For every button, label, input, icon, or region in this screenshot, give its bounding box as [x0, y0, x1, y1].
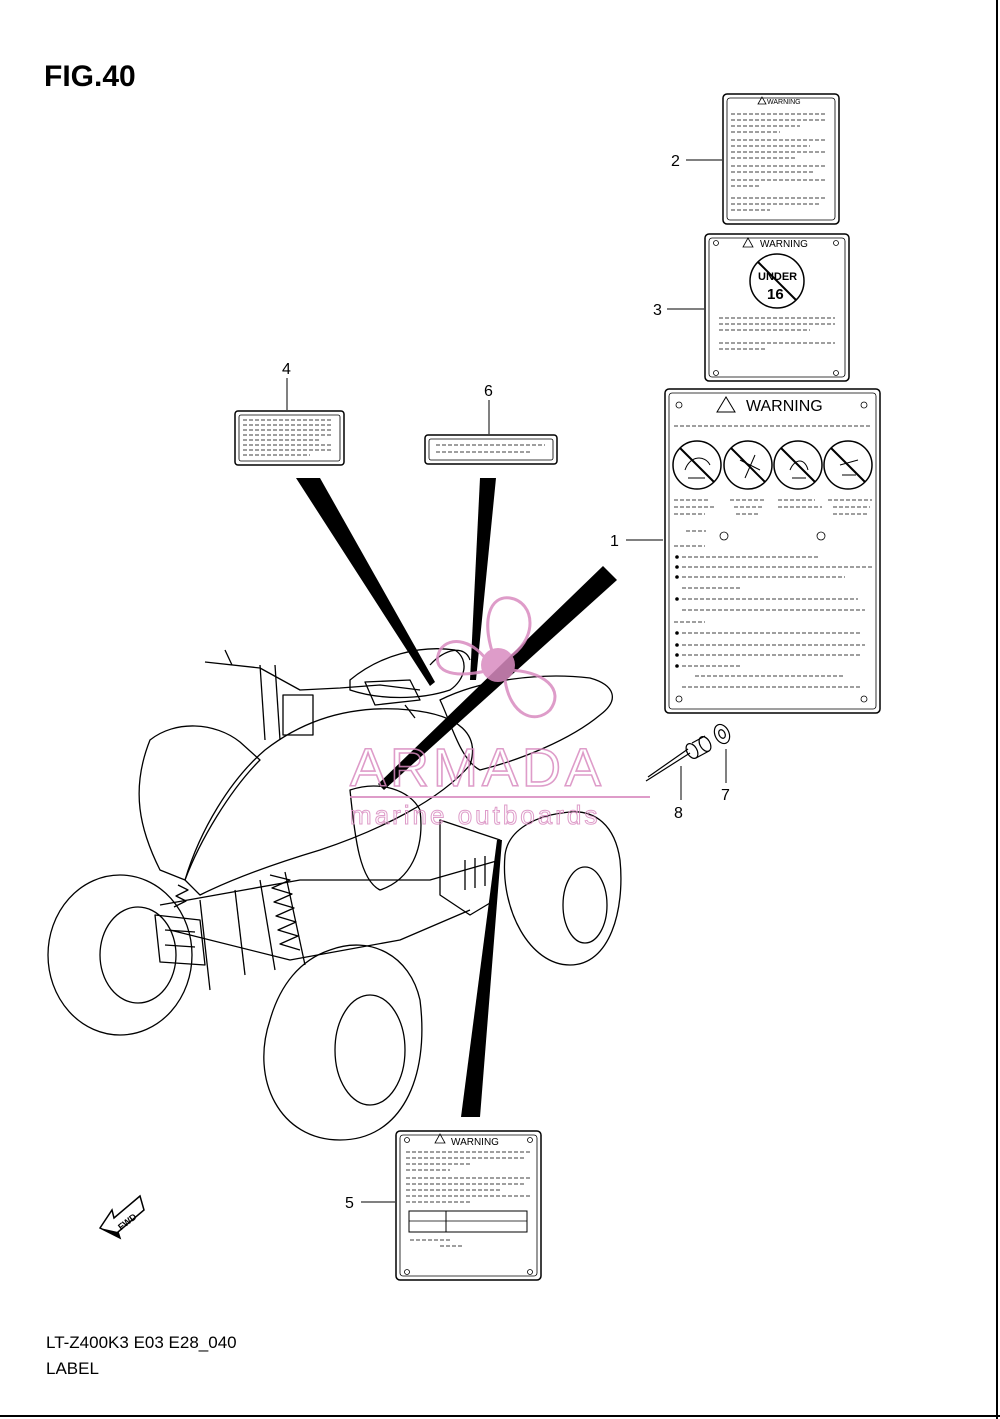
atv-front-left-wheel — [47, 874, 193, 1036]
atv-front-right-wheel — [263, 944, 423, 1141]
atv-throttle — [364, 679, 421, 706]
atv-front-fender — [138, 725, 261, 881]
callout-8: 8 — [674, 805, 683, 822]
callout-7: 7 — [721, 787, 730, 804]
fwd-arrow: FWD — [98, 1194, 145, 1240]
atv-frame-lower — [169, 909, 471, 961]
prohibition-circle-icon — [749, 253, 805, 309]
model-code: LT-Z400K3 E03 E28_040 — [46, 1333, 237, 1352]
leader-wedge-6 — [470, 478, 496, 680]
pictogram-no-alcohol-icon — [773, 440, 823, 490]
watermark-propeller-icon — [436, 596, 557, 719]
watermark-tagline: marine outboards — [350, 800, 600, 830]
leader-wedge-5 — [461, 840, 502, 1117]
warning-triangle-icon — [742, 237, 754, 248]
atv-headstock — [282, 694, 314, 736]
atv-drawing — [47, 648, 622, 1141]
callout-1: 1 — [610, 533, 619, 550]
atv-engine — [439, 819, 501, 916]
atv-front-left-wheel-hub — [99, 906, 177, 1004]
atv-front-bumper — [154, 914, 206, 966]
section-name: LABEL — [46, 1359, 99, 1378]
label-3-under-text: UNDER — [758, 271, 797, 283]
watermark: ARMADA marine outboards — [349, 596, 650, 831]
callout-3: 3 — [653, 302, 662, 319]
atv-side-panel — [349, 785, 422, 891]
callout-6: 6 — [484, 383, 493, 400]
atv-handlebar — [204, 661, 421, 691]
callout-5: 5 — [345, 1195, 354, 1212]
label-5 — [361, 1130, 542, 1281]
watermark-hub-icon — [481, 648, 515, 682]
label-2-warning-text: WARNING — [767, 99, 801, 106]
label-3-warning-text: WARNING — [760, 239, 808, 250]
atv-rear-wheel-hub — [562, 866, 608, 944]
pictogram-no-paved-road-icon — [723, 440, 773, 490]
pictogram-no-helmet-icon — [823, 440, 873, 490]
atv-rear-fender — [439, 675, 613, 771]
warning-triangle-icon — [434, 1133, 446, 1144]
label-5-warning-text: WARNING — [451, 1137, 499, 1148]
label-2 — [686, 93, 840, 225]
part-7-washer — [713, 723, 731, 783]
label-3-age-text: 16 — [767, 286, 784, 303]
label-4 — [234, 378, 345, 466]
leader-wedge-4 — [296, 478, 435, 686]
callout-2: 2 — [671, 153, 680, 170]
label-6 — [424, 400, 558, 465]
callout-numbers: 1 2 3 4 5 6 7 8 — [282, 153, 730, 1212]
atv-rear-wheel — [503, 811, 622, 966]
callout-4: 4 — [282, 361, 291, 378]
watermark-brand: ARMADA — [350, 738, 605, 798]
label-1-warning-text: WARNING — [746, 398, 823, 415]
atv-frame-upper — [159, 859, 501, 906]
label-1 — [626, 388, 881, 714]
atv-body — [184, 708, 474, 896]
atv-front-right-wheel-hub — [334, 994, 406, 1106]
part-8-rivet — [645, 735, 712, 800]
pictogram-no-passenger-icon — [672, 440, 722, 490]
label-3 — [667, 233, 850, 382]
atv-shock-spring — [269, 874, 301, 951]
warning-triangle-icon — [757, 96, 767, 105]
figure-title: FIG.40 — [44, 60, 136, 93]
warning-triangle-icon — [716, 396, 736, 413]
